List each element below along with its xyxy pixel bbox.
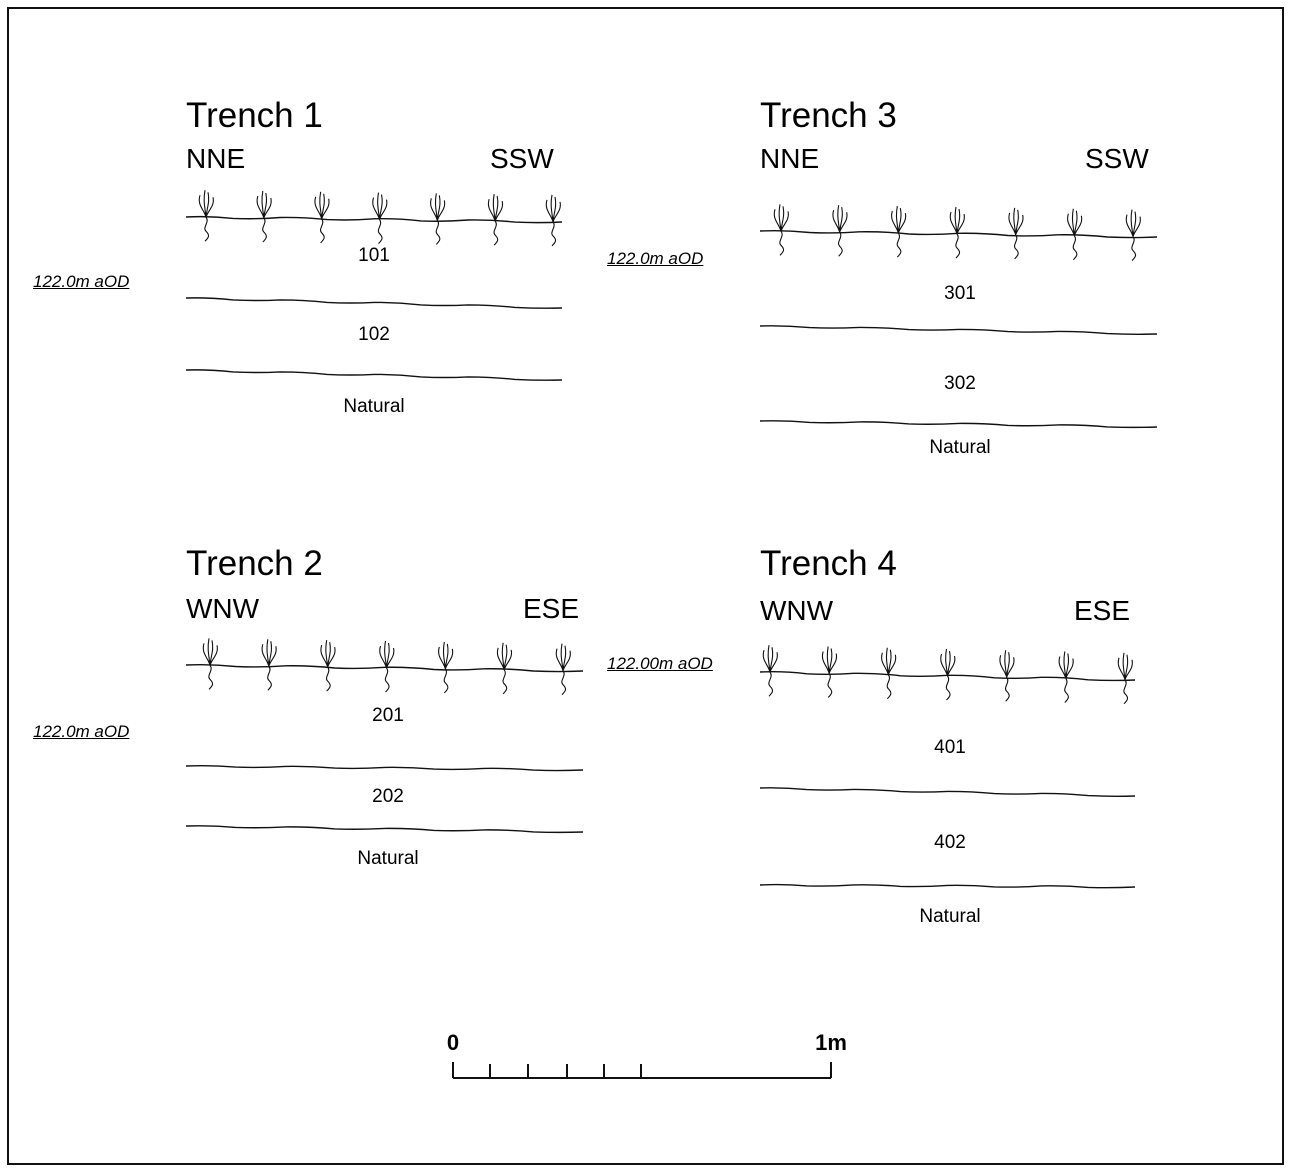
trench-4-left-direction: WNW [760,595,834,626]
vegetation-plant-icon [1067,208,1083,261]
vegetation-plant-icon [762,645,778,697]
vegetation-plant-icon [1058,651,1074,703]
trench-2-left-direction: WNW [186,593,260,624]
trench-2-title: Trench 2 [186,544,323,583]
trench-1-datum-label: 122.0m aOD [33,272,130,291]
trench-4-datum-label: 122.00m aOD [607,654,713,673]
trench-2-layer-boundary [185,825,584,834]
trench-2-layer-label: 202 [372,786,404,807]
trench-2-layer-label: Natural [357,848,419,869]
vegetation-plant-icon [372,192,388,244]
trench-4-right-direction: ESE [1074,595,1131,626]
trench-4-title: Trench 4 [760,544,897,583]
trench-1-layer-boundary [185,369,563,381]
trench-4-layer-label: Natural [919,906,981,927]
vegetation-plant-icon [881,647,897,700]
trench-2-right-direction: ESE [523,593,580,624]
vegetation-plant-icon [379,640,395,693]
vegetation-plant-icon [1008,207,1024,260]
vegetation-plant-icon [1117,652,1133,705]
trench-1-right-direction: SSW [490,143,554,174]
vegetation-plant-icon [773,204,789,256]
vegetation-plant-icon [949,206,965,259]
vegetation-plant-icon [891,205,907,258]
vegetation-plant-icon [1125,209,1141,262]
trench-3-layer-boundary [759,325,1158,335]
trench-3-layer-boundary [759,420,1158,429]
trench-3-left-direction: NNE [760,143,820,174]
scale-end-label: 1m [815,1030,847,1055]
vegetation-plant-icon [256,190,272,243]
trench-1-ground-surface [185,215,563,224]
trench-3-right-direction: SSW [1085,143,1149,174]
vegetation-plant-icon [821,646,838,698]
vegetation-plant-icon [320,640,336,692]
trench-2-layer-label: 201 [372,705,404,726]
figure-frame [7,7,1284,1165]
trench-1-layer-boundary [185,297,563,309]
trench-4-layer-label: 401 [934,737,966,758]
trench-1-title: Trench 1 [186,96,323,135]
trench-3-ground-surface [759,229,1158,239]
trench-4-layer-boundary [759,883,1136,889]
trench-2-datum-label: 122.0m aOD [33,722,130,741]
vegetation-plant-icon [832,205,848,257]
trench-1-left-direction: NNE [186,143,246,174]
vegetation-plant-icon [314,191,330,244]
trench-4-layer-label: 402 [934,832,966,853]
vegetation-plant-icon [487,194,504,246]
trench-1-layer-label: 101 [358,245,390,266]
trench-2-ground-surface [185,663,584,673]
vegetation-plant-icon [999,650,1015,702]
trench-1-layer-label: Natural [343,396,405,417]
scale-start-label: 0 [446,1030,460,1055]
vegetation-plant-icon [261,639,277,691]
trench-3-title: Trench 3 [760,96,897,135]
vegetation-plant-icon [545,194,561,247]
trench-2-layer-boundary [185,764,584,772]
trench-1-layer-label: 102 [358,324,390,345]
vegetation-plant-icon [496,642,513,695]
vegetation-plant-icon [202,638,218,690]
trench-3-datum-label: 122.0m aOD [607,249,704,268]
vegetation-plant-icon [438,641,454,694]
vegetation-plant-icon [555,643,571,696]
vegetation-plant-icon [430,193,446,245]
trench-3-layer-label: 302 [944,373,976,394]
vegetation-plant-icon [198,190,214,242]
trench-3-layer-label: 301 [944,283,976,304]
trench-3-layer-label: Natural [929,437,991,458]
trench-4-layer-boundary [759,787,1136,797]
vegetation-plant-icon [940,648,956,701]
